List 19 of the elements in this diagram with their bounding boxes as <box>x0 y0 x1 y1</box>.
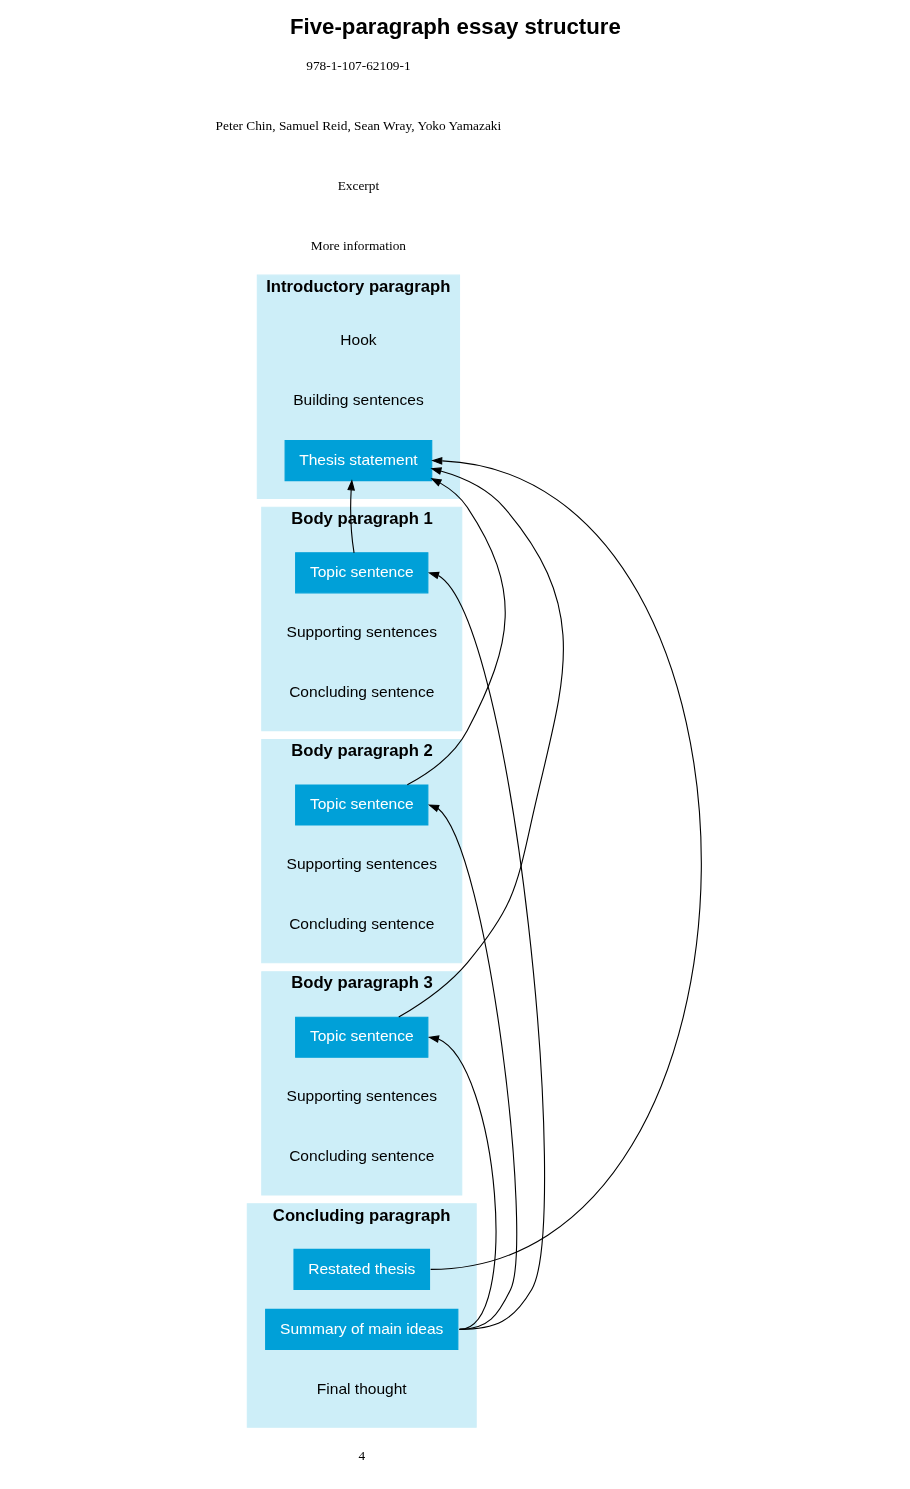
node-box: Topic sentence <box>295 1016 429 1058</box>
node-box: Restated thesis <box>293 1248 431 1290</box>
arrow <box>406 477 506 786</box>
node-box: Topic sentence <box>295 784 429 826</box>
arrow <box>347 479 355 554</box>
node-box: Summary of main ideas <box>265 1308 459 1350</box>
arrow <box>398 467 564 1018</box>
arrow <box>427 571 545 1330</box>
label: 4 <box>358 1447 366 1463</box>
label: More information <box>310 237 406 253</box>
node-box: Topic sentence <box>295 552 429 594</box>
arrow <box>427 804 518 1330</box>
arrow <box>427 1035 497 1330</box>
label: Excerpt <box>337 177 380 193</box>
label: Peter Chin, Samuel Reid, Sean Wray, Yoko Yamazaki <box>215 117 502 133</box>
node-box: Thesis statement <box>284 440 433 482</box>
diagram-title: Five-paragraph essay structure <box>290 14 621 40</box>
label: 978-1-107-62109-1 <box>306 57 411 73</box>
arrow <box>430 456 702 1270</box>
